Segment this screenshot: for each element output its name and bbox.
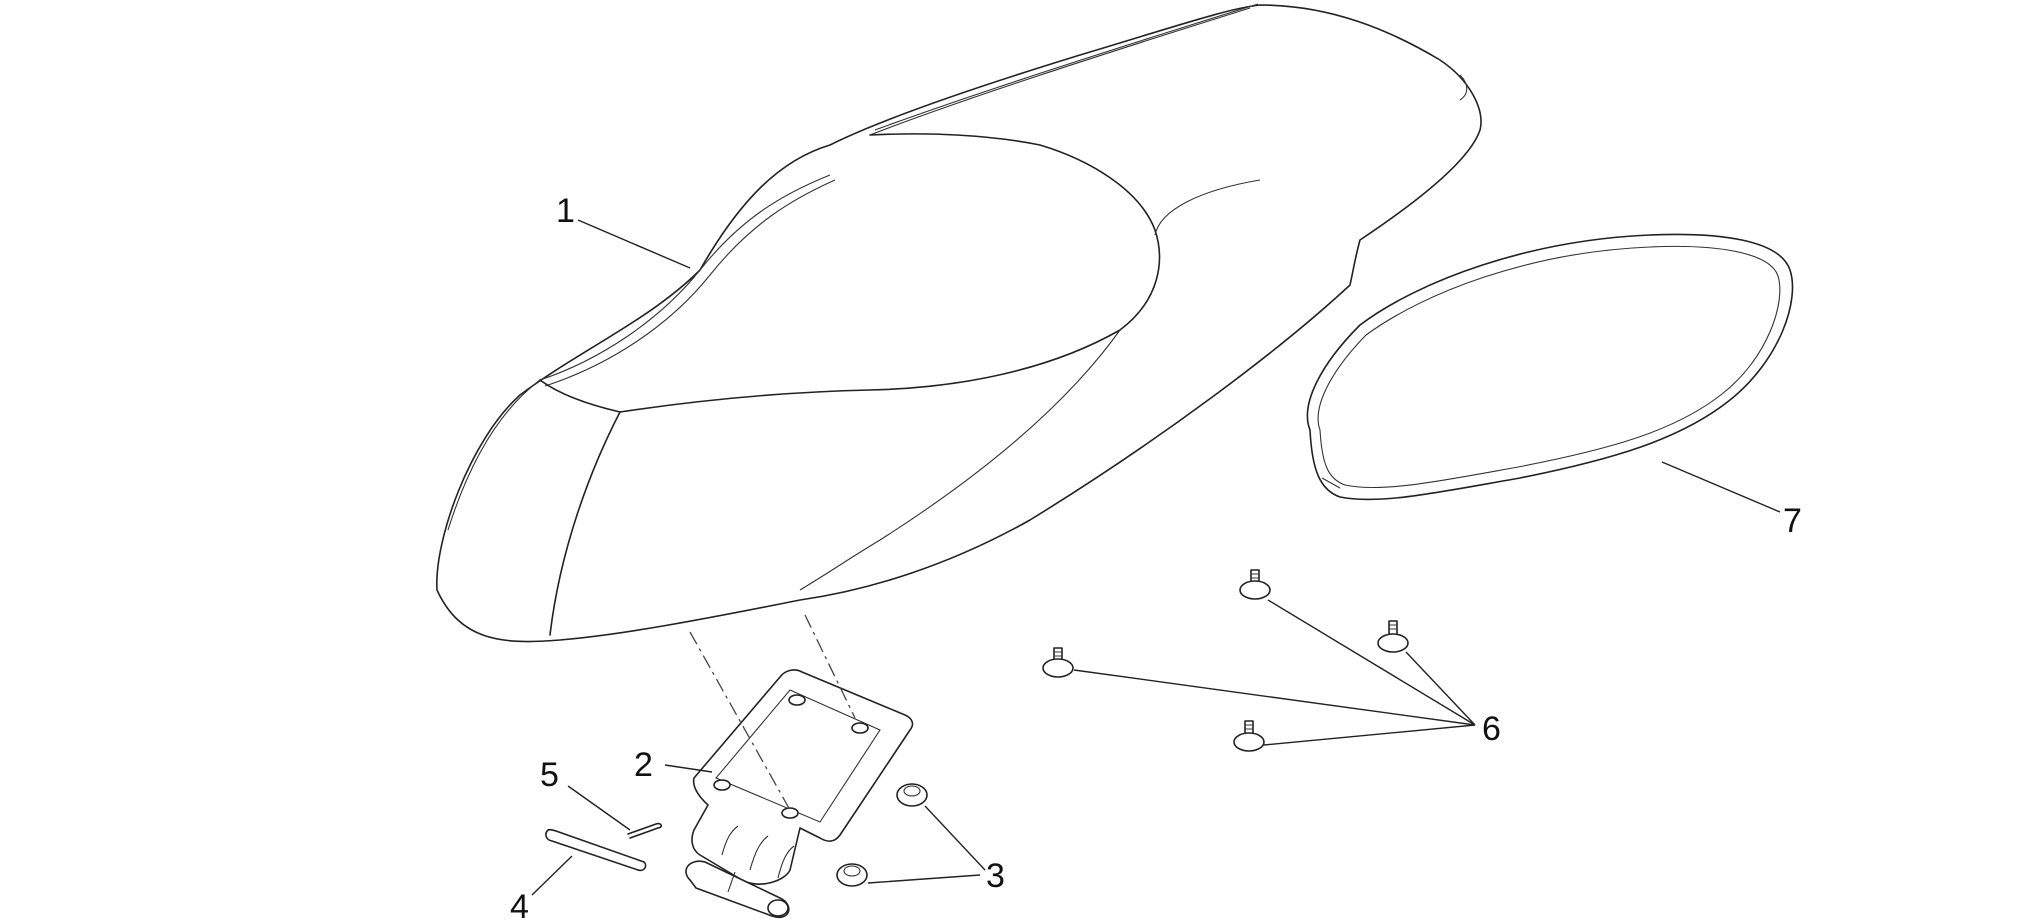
hinge-hole-3 bbox=[713, 779, 731, 791]
seat-passenger-line bbox=[1154, 179, 1261, 236]
seat-side-crease bbox=[799, 329, 1121, 591]
hinge-barrel-end bbox=[767, 899, 789, 917]
leader-4 bbox=[531, 855, 573, 896]
hinge-plate-inner bbox=[715, 689, 881, 823]
gasket-inner bbox=[1317, 245, 1781, 489]
hinge-knuckle-line-2 bbox=[749, 835, 769, 871]
leader-3b bbox=[867, 874, 981, 884]
buffer-2 bbox=[1239, 569, 1271, 600]
hinge-plate-part bbox=[685, 669, 914, 919]
cotter-pin-part bbox=[627, 822, 662, 839]
leader-6c bbox=[1405, 651, 1476, 726]
buffer-4 bbox=[1233, 720, 1265, 752]
callout-6: 6 bbox=[1482, 710, 1501, 748]
rubber-buffers-part bbox=[1042, 569, 1409, 752]
buffer-1 bbox=[1042, 647, 1074, 678]
leader-3a bbox=[924, 805, 986, 871]
leader-6d bbox=[1263, 724, 1476, 746]
seat-front-nose bbox=[549, 411, 621, 636]
seat-top-piping-2 bbox=[874, 3, 1259, 131]
hinge-hole-4 bbox=[781, 807, 799, 819]
callout-2: 2 bbox=[634, 746, 653, 784]
alignment-line-1 bbox=[689, 631, 791, 811]
seat-gasket-part bbox=[1306, 233, 1794, 501]
seat-rider-ridge bbox=[539, 174, 831, 381]
leader-2 bbox=[664, 764, 713, 773]
gasket-joint bbox=[1321, 477, 1341, 489]
seat-top-piping bbox=[869, 7, 1251, 136]
hinge-pin-part bbox=[545, 828, 647, 872]
seat-rider-pad bbox=[539, 133, 1161, 413]
hinge-pin bbox=[545, 828, 647, 872]
bushing-1 bbox=[896, 783, 928, 807]
callout-5: 5 bbox=[540, 756, 559, 794]
hinge-knuckle-line-3 bbox=[777, 845, 795, 879]
callout-1: 1 bbox=[556, 192, 575, 230]
seat-front-nose-edge bbox=[447, 379, 541, 531]
hinge-hole-1 bbox=[788, 694, 806, 706]
buffer-3 bbox=[1377, 620, 1409, 653]
callout-3: 3 bbox=[986, 857, 1005, 895]
leader-6a bbox=[1073, 669, 1476, 726]
callout-labels: 1 2 3 4 5 6 7 bbox=[510, 192, 1802, 921]
cotter-pin bbox=[627, 822, 662, 839]
callout-7: 7 bbox=[1783, 502, 1802, 540]
leader-7 bbox=[1661, 461, 1781, 513]
leader-6b bbox=[1267, 599, 1476, 726]
bushing-2 bbox=[836, 863, 868, 887]
hinge-barrel bbox=[685, 860, 790, 919]
callout-4: 4 bbox=[510, 888, 529, 921]
hinge-barrel-split bbox=[727, 871, 736, 893]
seat-part bbox=[436, 3, 1482, 643]
alignment-line-2 bbox=[804, 614, 856, 719]
hinge-knuckle-line-1 bbox=[721, 825, 739, 856]
seat-tail-notch bbox=[1459, 74, 1468, 101]
hinge-hole-2 bbox=[851, 722, 869, 734]
leader-lines bbox=[531, 219, 1781, 896]
bushings-part bbox=[836, 783, 928, 887]
gasket-outer bbox=[1306, 233, 1794, 501]
seat-rider-ridge-2 bbox=[544, 179, 836, 387]
leader-5 bbox=[567, 785, 631, 831]
leader-1 bbox=[577, 219, 691, 269]
